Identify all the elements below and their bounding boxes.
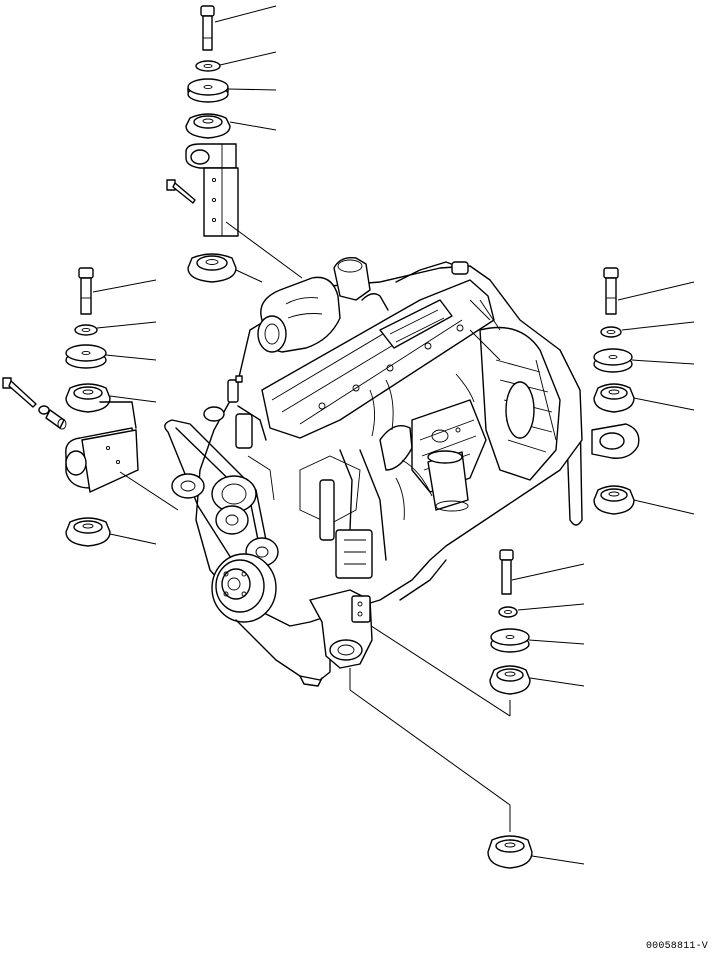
drawing-id-label: 00058811-V xyxy=(645,941,708,952)
top-mount-bolt xyxy=(200,5,215,51)
leader-lines-right xyxy=(617,281,695,515)
front-mount-lower-cushion xyxy=(487,835,533,869)
left-mount-washer xyxy=(74,324,98,336)
right-mount-washer xyxy=(600,326,622,338)
leader-lines-top xyxy=(214,5,303,283)
left-mount-plate xyxy=(65,344,107,369)
front-mount-cushion xyxy=(489,665,531,695)
left-side-long-bolt xyxy=(2,377,67,430)
front-mount-plate xyxy=(490,628,530,653)
top-mount-lower-cushion xyxy=(187,253,237,283)
top-mount-cushion xyxy=(185,113,231,139)
top-mount-bracket xyxy=(185,143,239,237)
right-mount-lower-cushion xyxy=(593,485,635,515)
bracket-side-bolt xyxy=(166,179,196,204)
left-mount-bolt xyxy=(78,267,94,315)
left-mount-cushion xyxy=(65,383,111,413)
leader-lines-bottom xyxy=(349,563,585,865)
left-mount-lower-cushion xyxy=(65,517,111,547)
right-mount-plate xyxy=(593,348,633,373)
top-mount-washer xyxy=(195,60,221,72)
front-mount-washer xyxy=(498,606,518,618)
right-mount-cushion xyxy=(593,383,635,413)
left-mount-bracket xyxy=(65,401,139,493)
right-mount-bolt xyxy=(603,267,619,315)
front-mount-bolt xyxy=(499,549,514,595)
top-mount-plate xyxy=(187,78,229,103)
leader-lines-left xyxy=(92,279,179,545)
engine-assembly xyxy=(164,257,583,687)
